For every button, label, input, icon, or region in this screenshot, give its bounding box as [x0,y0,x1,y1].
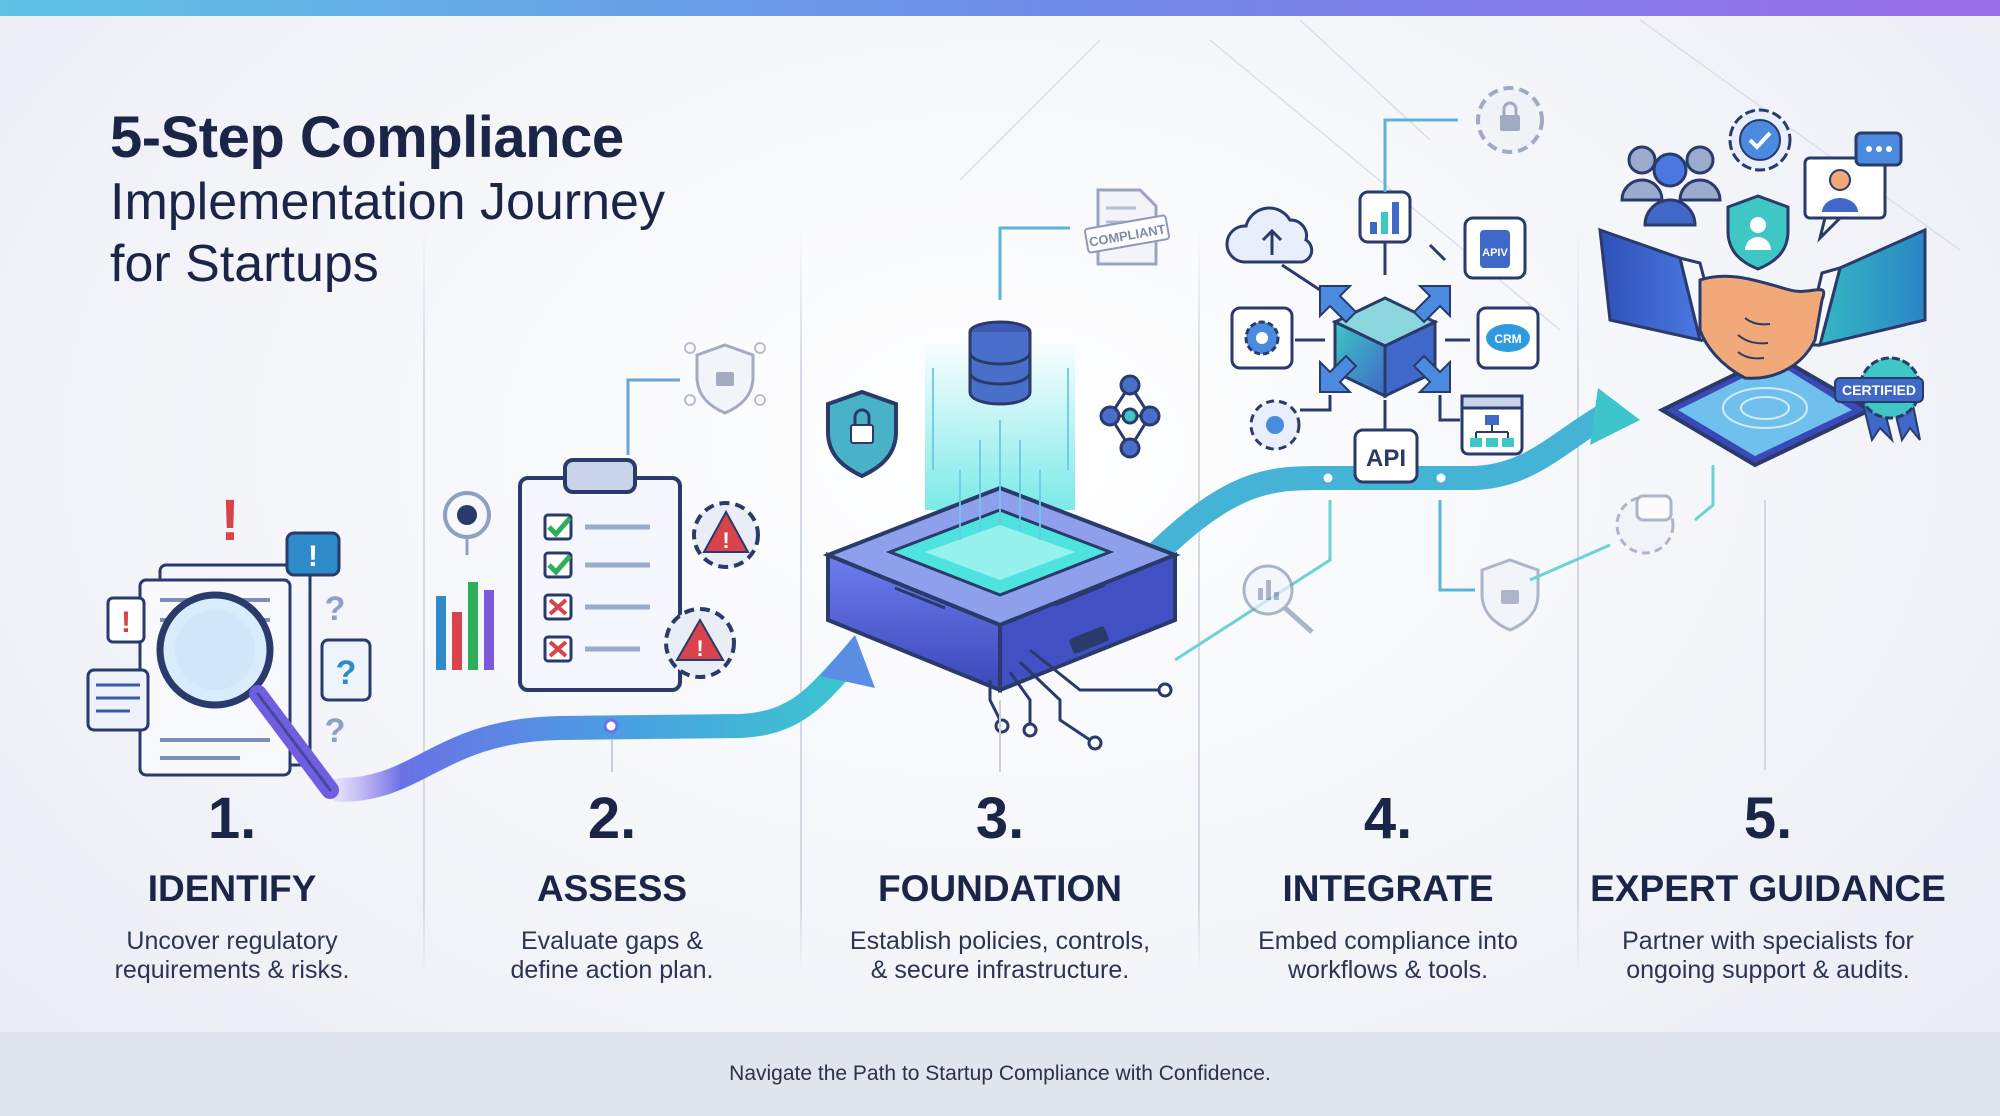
identify-illustration: ! ! ! ? ? ? [86,488,372,799]
database-icon [968,320,1032,406]
footer-tagline: Navigate the Path to Startup Compliance … [729,1062,1271,1085]
step-expert-guidance: 5. EXPERT GUIDANCE Partner with speciali… [1578,785,1958,985]
sitemap-icon [1460,394,1524,456]
support-gear-icon [1615,494,1675,555]
warning-gear-icon: ! [664,607,736,679]
step-description-line1: Establish policies, controls, [849,927,1151,955]
shield-user-icon [1726,194,1790,271]
step-number: 1. [207,786,257,851]
assess-illustration: ! ! [436,342,766,692]
verified-badge-icon [1728,108,1792,172]
title-heading: 5-Step Compliance [110,105,624,170]
step-description-line1: Embed compliance into [1258,927,1518,955]
compliant-document-icon: COMPLIANT [1084,188,1170,266]
title-subline-2: for Startups [110,235,379,293]
svg-text:CRM: CRM [1494,332,1521,346]
svg-text:!: ! [722,528,729,553]
gear-lock-icon [1476,86,1544,154]
step-number: 3. [975,786,1025,851]
step-description-line2: ongoing support & audits. [1626,956,1910,984]
step-number: 5. [1743,786,1793,851]
step-title: IDENTIFY [147,868,317,909]
network-nodes-icon [1099,374,1161,459]
handshake-icon [1598,227,1927,380]
step-description-line2: requirements & risks. [114,956,350,984]
svg-text:CERTIFIED: CERTIFIED [1842,382,1916,398]
shield-lock-icon [826,389,898,479]
step-integrate: 4. INTEGRATE Embed compliance into workf… [1198,785,1578,985]
cloud-upload-icon [1225,206,1314,264]
step-assess: 2. ASSESS Evaluate gaps & define action … [422,785,802,985]
integrate-illustration: APIV CRM API [1174,86,1544,662]
api-block: API [1353,428,1419,484]
svg-text:!: ! [121,606,131,639]
svg-text:!: ! [696,636,703,661]
step-foundation: 3. FOUNDATION Establish policies, contro… [810,785,1190,985]
analytics-icon [1358,190,1412,244]
svg-text:?: ? [336,654,357,692]
step-description-line2: & secure infrastructure. [870,956,1130,984]
warning-gear-icon: ! [692,501,760,569]
crm-cloud-icon: CRM [1476,306,1540,370]
journey-path-arrow [328,388,1640,802]
apiv-badge-icon: APIV [1463,216,1527,280]
step-description-line1: Partner with specialists for [1622,927,1914,955]
column-divider [1577,225,1579,975]
top-gradient-bar [0,0,2000,16]
column-divider [423,225,425,975]
expert-guidance-illustration: CERTIFIED [1529,108,1927,770]
step-number: 2. [587,786,637,851]
shield-lock-icon [684,342,766,415]
column-divider [800,225,802,975]
svg-text:APIV: APIV [1482,247,1508,259]
step-description-line2: workflows & tools. [1287,956,1489,984]
step-title: ASSESS [536,868,688,909]
step-description-line2: define action plan. [510,956,714,984]
gear-icon [1230,306,1294,370]
step-description-line1: Evaluate gaps & [520,927,704,955]
integration-hub-icon [1319,285,1451,399]
arrowhead-step4 [1590,388,1640,445]
arrowhead-step2 [820,635,875,688]
step-title: FOUNDATION [878,868,1122,909]
svg-text:API: API [1366,445,1406,472]
column-divider [1198,225,1200,975]
step-description-line1: Uncover regulatory [126,927,338,955]
circuit-traces [988,648,1160,742]
certified-badge-icon: CERTIFIED [1834,356,1924,444]
foundation-illustration: COMPLIANT [822,188,1181,751]
title-subline-1: Implementation Journey [110,173,665,231]
step-number: 4. [1363,786,1413,851]
magnifier-chart-icon [1242,564,1314,634]
svg-text:!: ! [308,540,318,573]
step-title: INTEGRATE [1282,868,1494,909]
step-title: EXPERT GUIDANCE [1590,868,1946,909]
svg-text:!: ! [220,488,239,553]
video-call-icon [1803,131,1903,243]
step-identify: 1. IDENTIFY Uncover regulatory requireme… [42,785,422,985]
svg-text:?: ? [325,712,346,750]
footer-band [0,1032,2000,1116]
shield-lock-icon [1480,558,1540,632]
people-group-icon [1620,145,1722,227]
gear-cloud-icon [1249,399,1301,451]
svg-text:?: ? [325,590,346,628]
